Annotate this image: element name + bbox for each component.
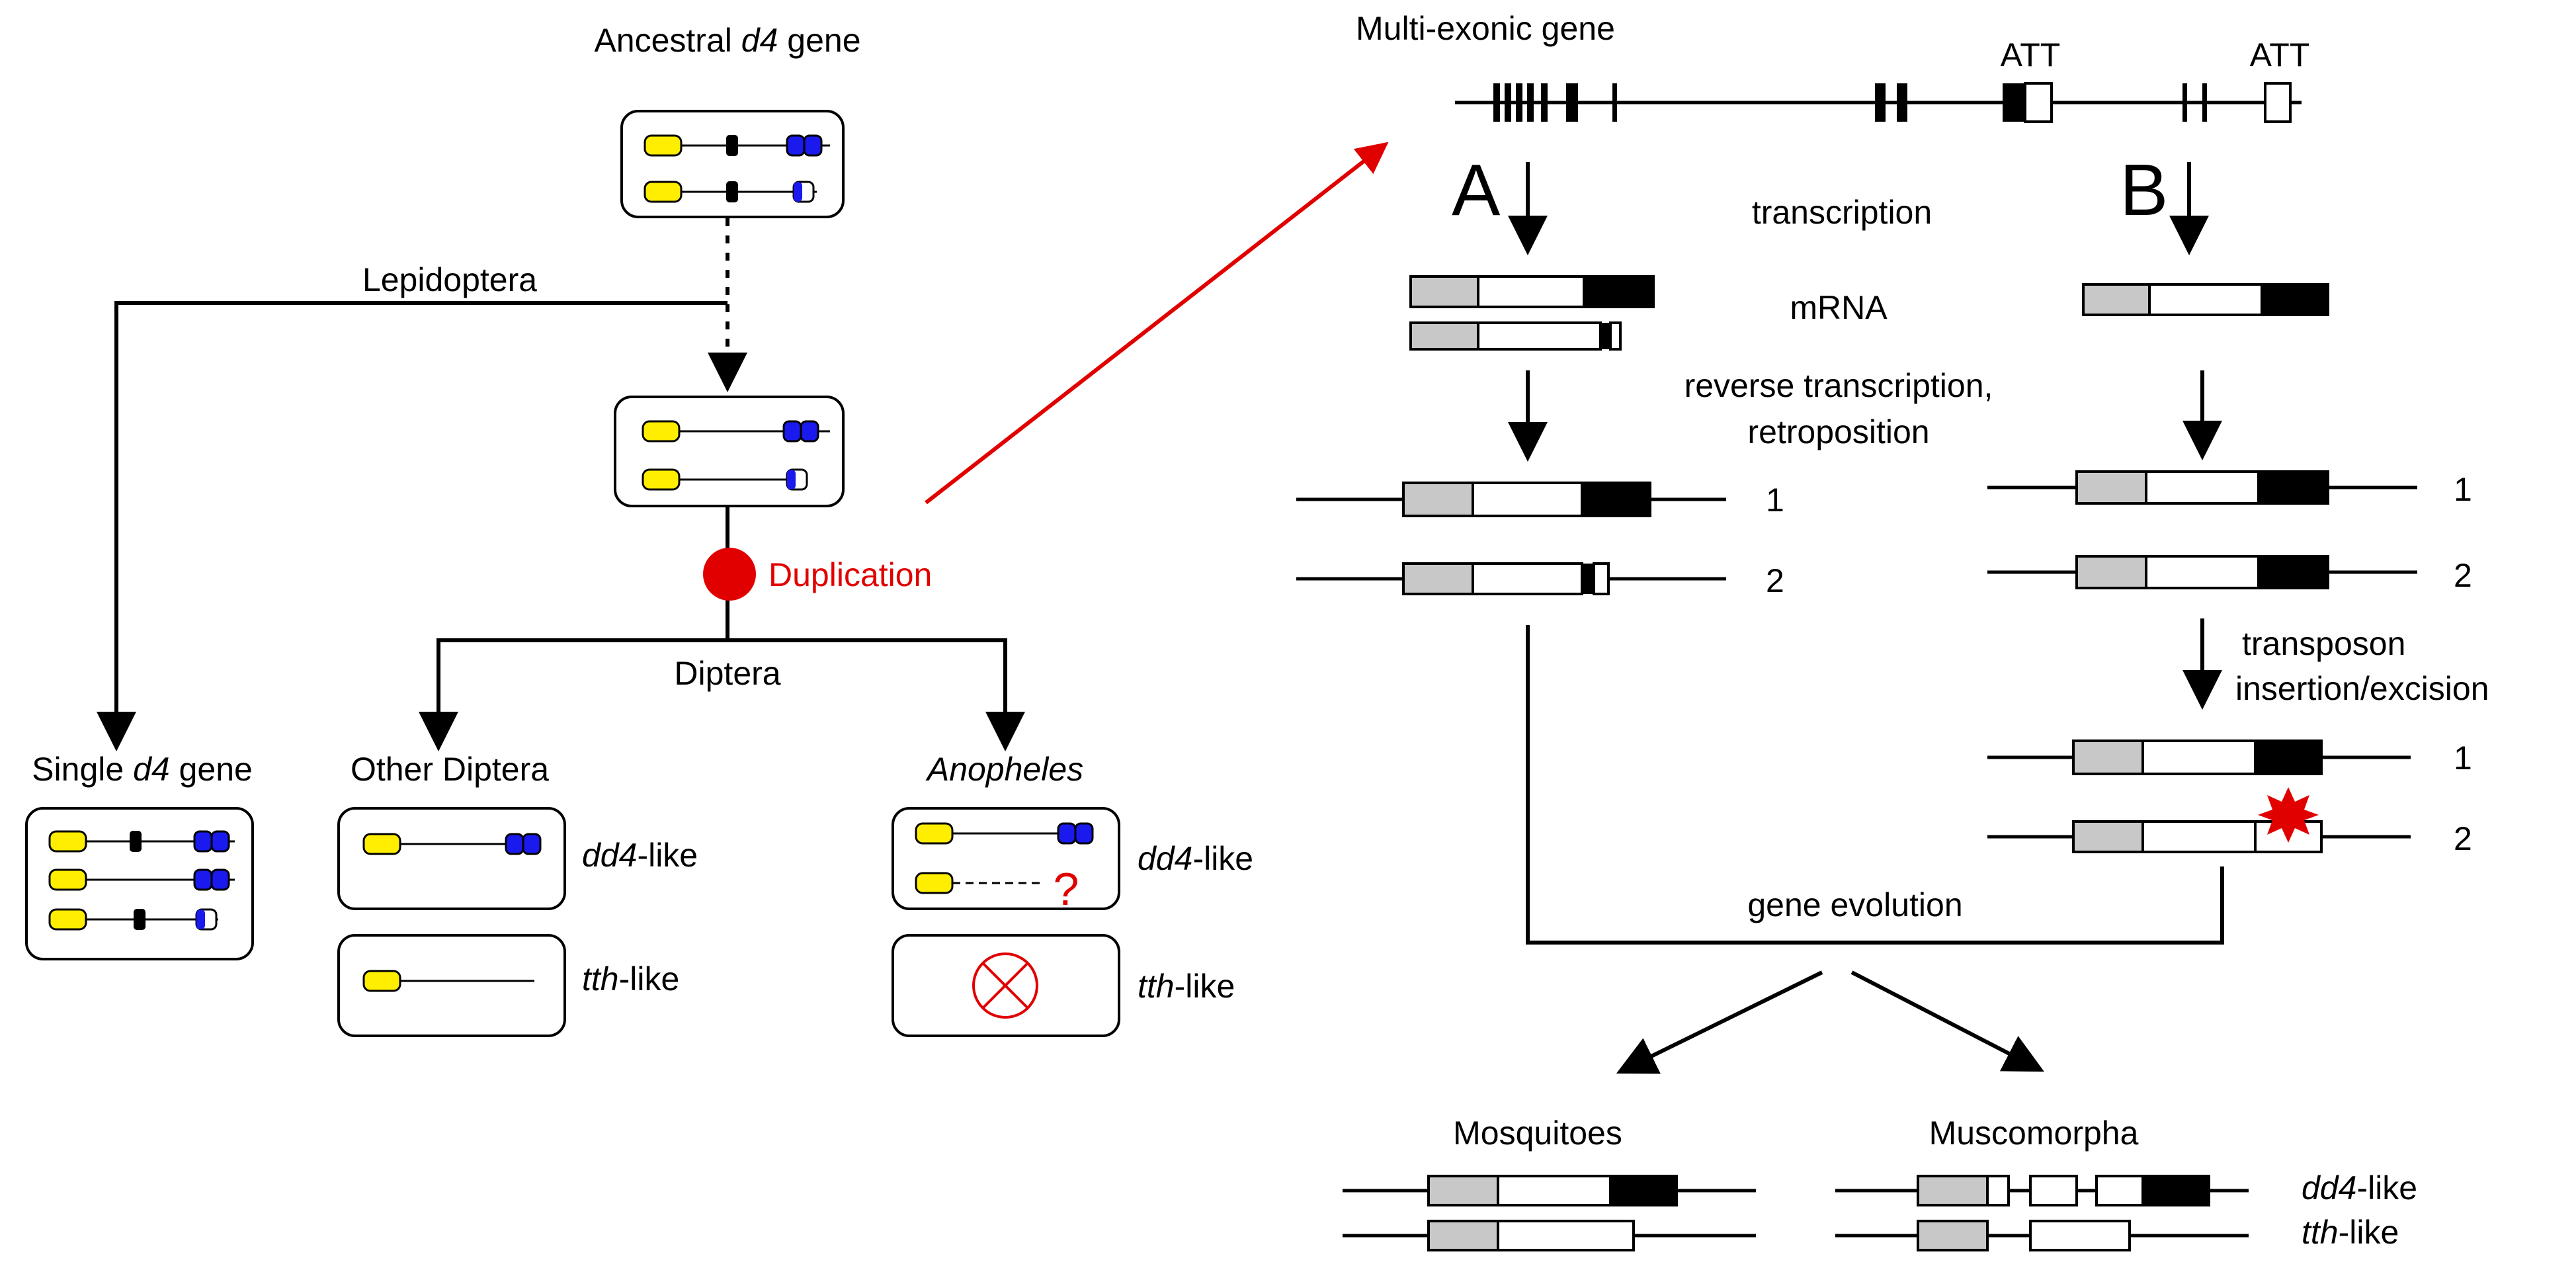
final-tth-like-label: tth-like (2302, 1214, 2399, 1251)
step-gene-evolution: gene evolution (1747, 886, 1962, 923)
mrna-a-transcripts (1409, 275, 1655, 351)
copy-number-a2: 2 (1766, 562, 1784, 599)
ancestral-gene-title: Ancestral d4 gene (594, 22, 860, 59)
other-diptera-dd4-label: dd4-like (582, 837, 698, 874)
anopheles-title: Anopheles (925, 751, 1083, 788)
path-a-retrocopy-2 (1296, 562, 1726, 595)
step-mrna: mRNA (1790, 289, 1888, 326)
att-label-2: ATT (2250, 36, 2310, 73)
copy-number-b4: 2 (2454, 820, 2472, 857)
path-b-retrocopy-2 (1987, 555, 2417, 589)
unknown-fate-mark: ? (1054, 863, 1079, 915)
single-d4-title: Single d4 gene (32, 751, 253, 788)
path-b-evolved-copy-2 (1987, 820, 2411, 853)
copy-number-a1: 1 (1766, 482, 1784, 519)
gene-loss-icon (972, 952, 1038, 1019)
copy-number-b3: 1 (2454, 740, 2472, 777)
muscomorpha-tth-like-gene (1835, 1220, 2249, 1251)
transposon-starburst-icon (2258, 787, 2319, 843)
duplication-label: Duplication (769, 556, 932, 593)
muscomorpha-title: Muscomorpha (1929, 1115, 2139, 1152)
gene-evolution-merge-line (1526, 625, 2224, 945)
path-b-evolved-copy-1 (1987, 740, 2411, 775)
diptera-fork-left (419, 638, 727, 751)
arrow-to-mosquitoes (1616, 970, 1823, 1074)
other-diptera-tth-box (337, 934, 566, 1037)
single-d4-gene-box (25, 807, 254, 960)
lepidoptera-branch-line (97, 301, 727, 751)
path-b-letter: B (2120, 149, 2168, 231)
diptera-fork-right (727, 638, 1025, 751)
step-transposon: transposon (2242, 625, 2405, 662)
step-reverse-transcription: reverse transcription, (1684, 367, 1993, 404)
diptera-label: Diptera (674, 655, 780, 692)
copy-number-b1: 1 (2454, 471, 2472, 508)
att-label-1: ATT (2001, 36, 2061, 73)
anopheles-dd4-label: dd4-like (1138, 840, 1253, 877)
mosquito-tth-like-gene (1343, 1220, 1756, 1251)
final-dd4-like-label: dd4-like (2302, 1169, 2417, 1206)
mrna-b-transcript (2082, 283, 2329, 316)
other-diptera-dd4-box (337, 807, 566, 910)
mosquitoes-title: Mosquitoes (1453, 1115, 1622, 1152)
step-transcription: transcription (1752, 194, 1932, 231)
other-diptera-tth-label: tth-like (582, 960, 679, 997)
anopheles-tth-label: tth-like (1138, 968, 1235, 1005)
anopheles-dd4-box (892, 807, 1120, 910)
path-b-retrocopy-1 (1987, 470, 2417, 505)
step-insertion-excision: insertion/excision (2235, 670, 2489, 707)
multi-exonic-gene-structure (1455, 82, 2302, 123)
arrow-to-muscomorpha (1850, 970, 2044, 1072)
duplication-mechanism-arrow (925, 142, 1389, 505)
copy-number-b2: 2 (2454, 557, 2472, 594)
ancestral-gene-box (620, 110, 845, 218)
mosquito-dd4-like-gene (1343, 1175, 1756, 1206)
multi-exonic-gene-title: Multi-exonic gene (1356, 10, 1615, 47)
other-diptera-title: Other Diptera (351, 751, 549, 788)
path-a-retrocopy-1 (1296, 482, 1726, 517)
step-retroposition: retroposition (1747, 413, 1929, 450)
pre-duplication-box (614, 396, 845, 507)
lepidoptera-label: Lepidoptera (362, 261, 537, 298)
duplication-event-marker (703, 548, 756, 601)
muscomorpha-dd4-like-gene (1835, 1175, 2249, 1206)
path-a-letter: A (1452, 149, 1501, 231)
